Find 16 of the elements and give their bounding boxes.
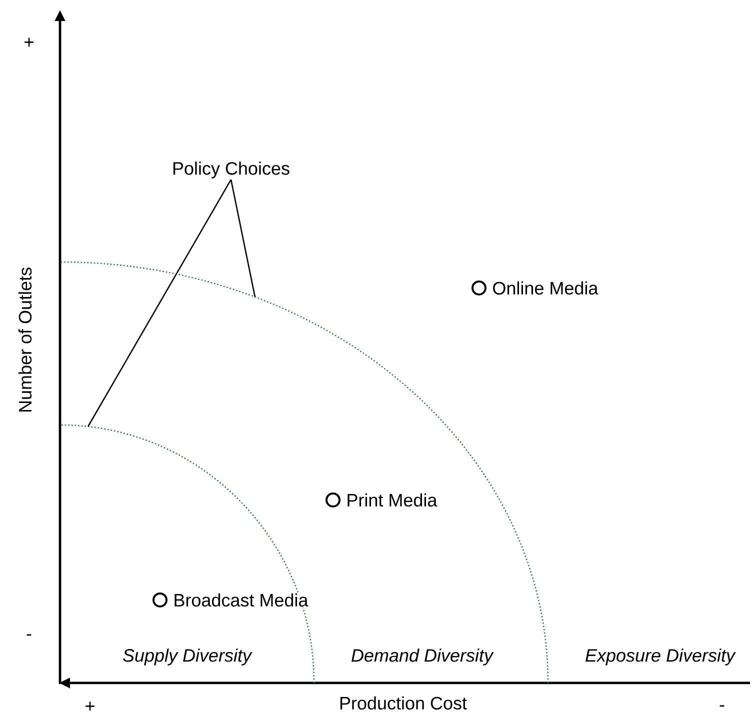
axis-label: Production Cost [340, 696, 467, 710]
boundary-arc [60, 261, 549, 684]
leader-line [230, 179, 256, 298]
axis-label: Number of Outlets [18, 268, 32, 412]
region-label: Exposure Diversity [586, 648, 736, 666]
region-label: Demand Diversity [352, 648, 494, 666]
callout-text: Policy Choices [173, 162, 290, 178]
region-label: Supply Diversity [123, 648, 252, 666]
sign-label: - [26, 634, 32, 636]
point-label: Online Media [491, 280, 600, 296]
sign-label: + [24, 38, 34, 47]
point-label: Print Media [345, 492, 438, 508]
sign-label: + [86, 702, 94, 711]
leader-line [88, 179, 232, 427]
boundary-arc [60, 424, 315, 684]
sign-label: - [720, 705, 724, 707]
